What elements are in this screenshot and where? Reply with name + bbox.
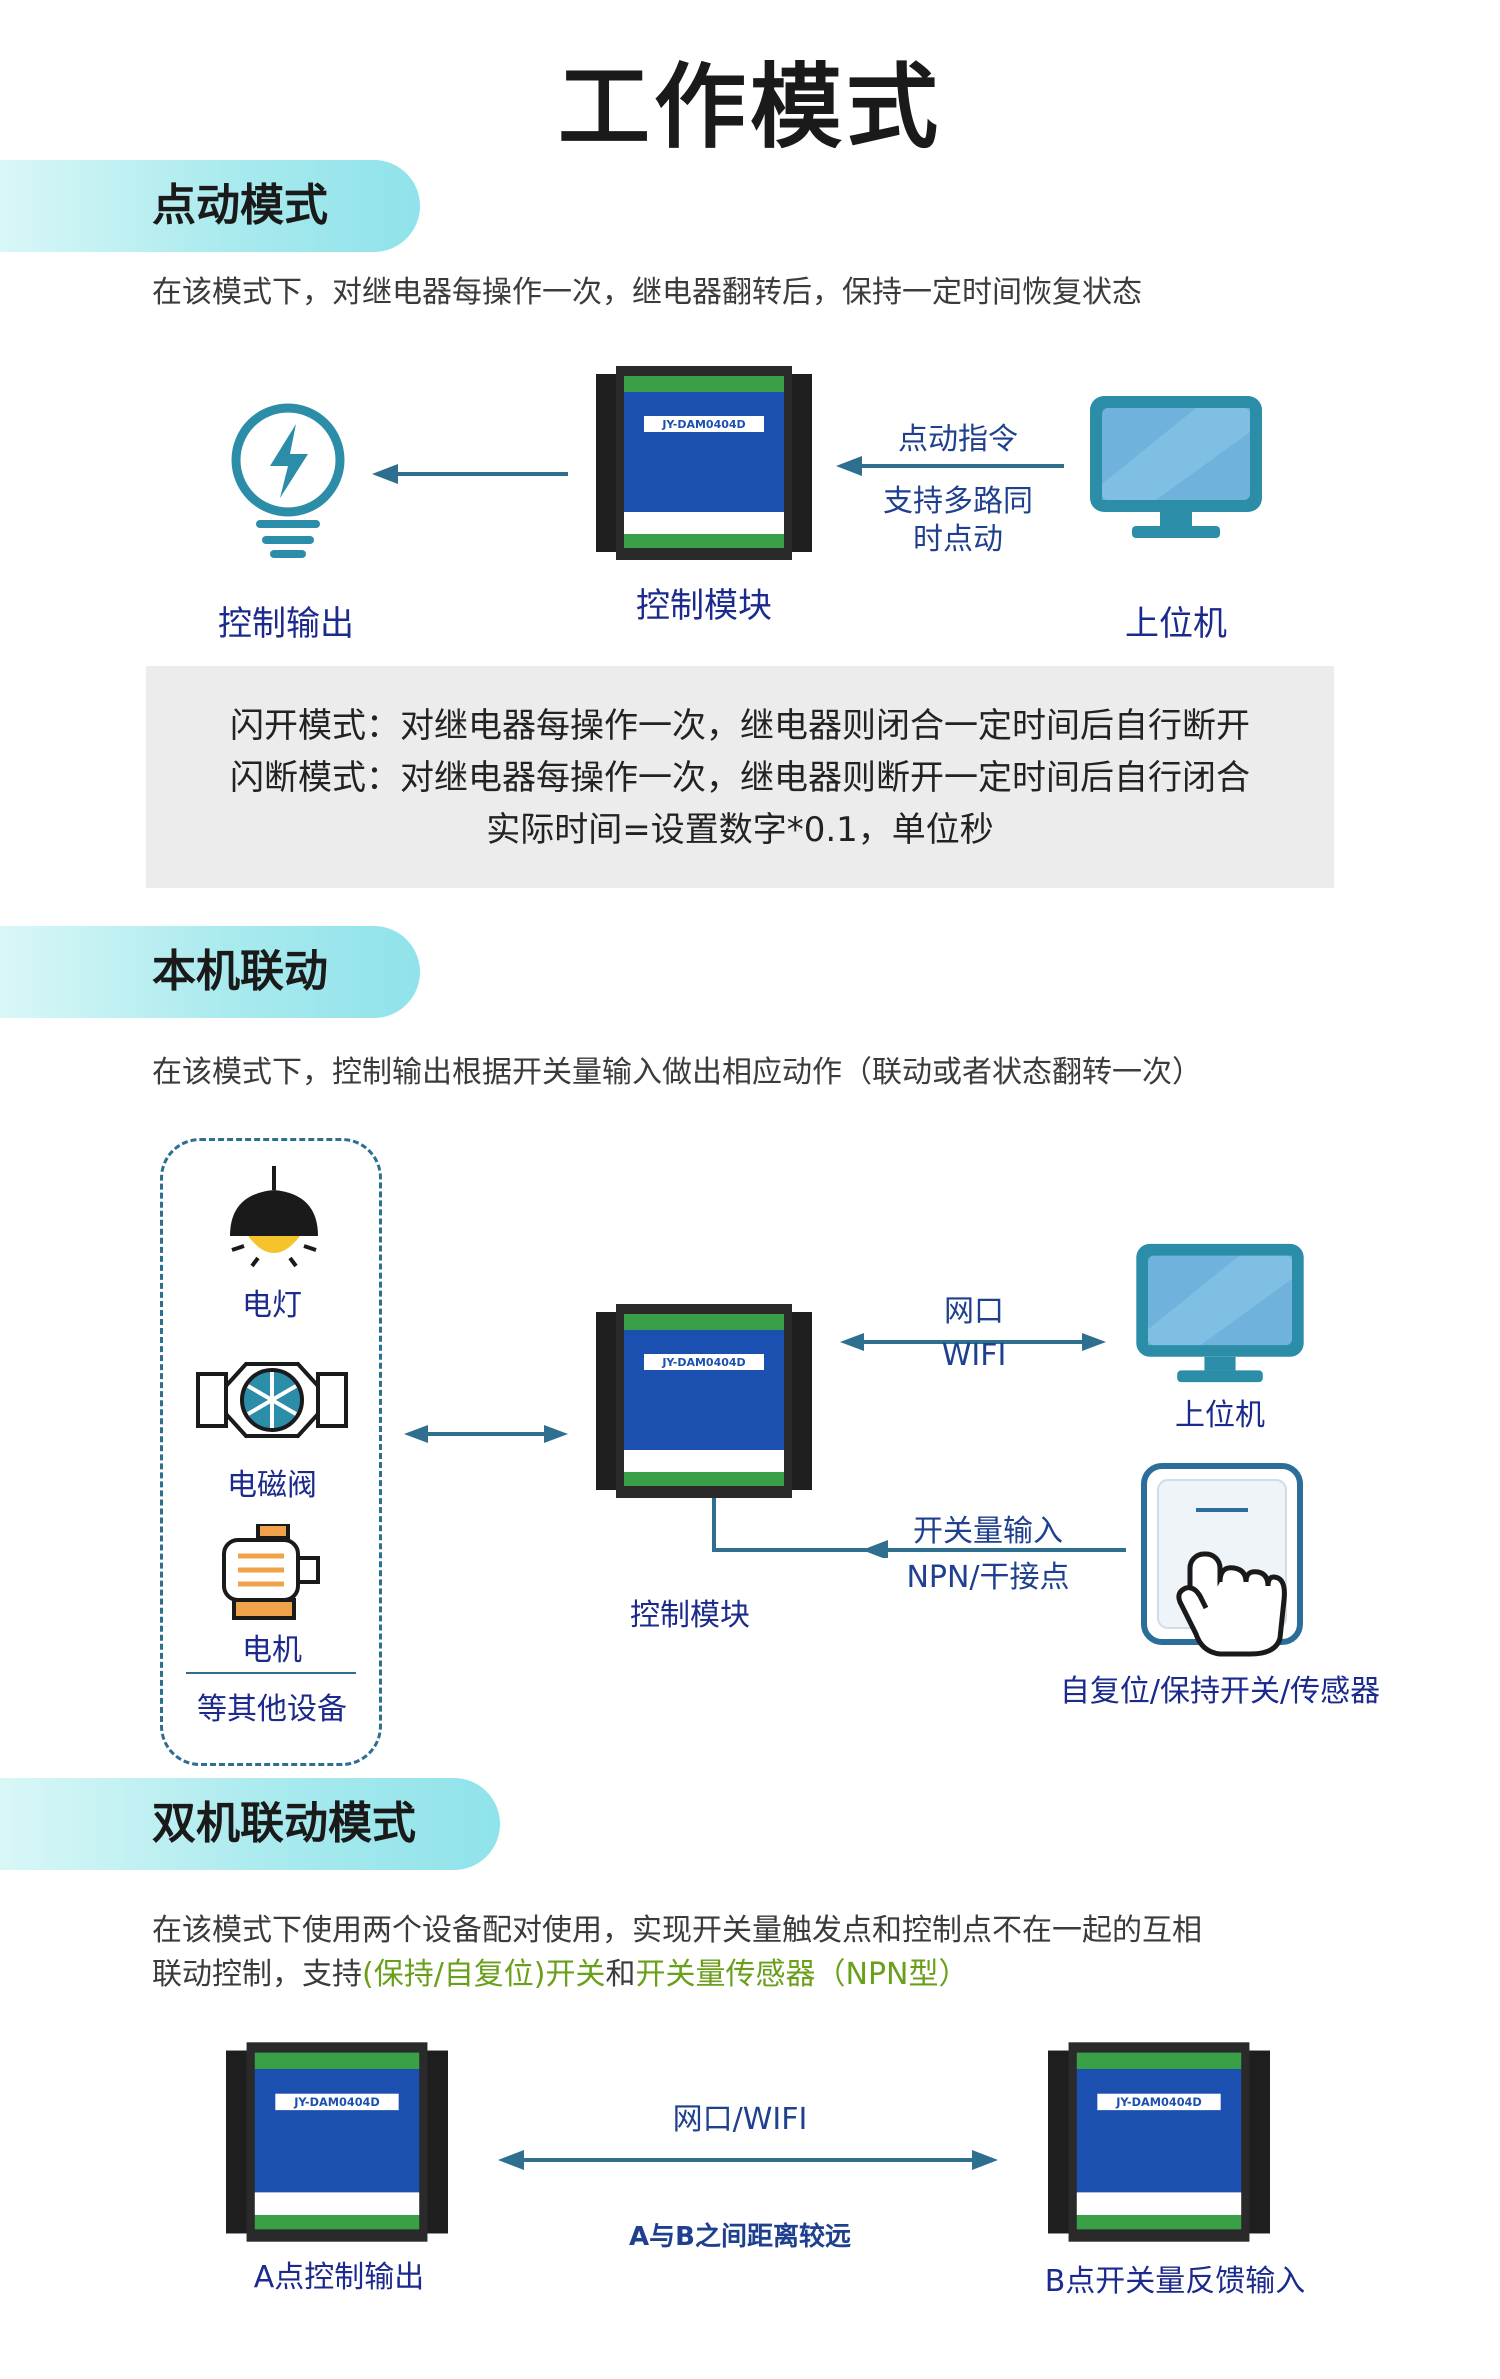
dual-description-green1: (保持/自复位)开关 [362, 1957, 606, 1992]
local-input-line1: 开关量输入 [913, 1514, 1063, 1549]
motor-icon [218, 1524, 324, 1624]
local-description: 在该模式下，控制输出根据开关量输入做出相应动作（联动或者状态翻转一次） [152, 1055, 1202, 1090]
device-lamp-label: 电灯 [242, 1288, 302, 1323]
dual-arrow-link [498, 2148, 998, 2172]
jog-support-line1: 支持多路同 [883, 484, 1033, 519]
dual-description-green2: 开关量传感器（NPN型） [635, 1957, 969, 1992]
jog-host-label: 上位机 [1125, 604, 1227, 644]
section-heading-local: 本机联动 [152, 946, 328, 997]
jog-notes-box: 闪开模式：对继电器每操作一次，继电器则闭合一定时间后自行断开 闪断模式：对继电器… [146, 666, 1334, 888]
flash-close-note: 闪断模式：对继电器每操作一次，继电器则断开一定时间后自行闭合 [230, 758, 1250, 798]
section-banner-dual: 双机联动模式 [0, 1778, 500, 1870]
flash-open-note: 闪开模式：对继电器每操作一次，继电器则闭合一定时间后自行断开 [230, 706, 1250, 746]
dual-link-label: 网口/WIFI [672, 2102, 808, 2137]
local-input-line2: NPN/干接点 [906, 1560, 1070, 1595]
jog-arrow-to-module [836, 454, 1064, 478]
jog-arrow-to-output [372, 462, 568, 486]
local-arrow-network [840, 1330, 1106, 1354]
jog-module-label: 控制模块 [636, 586, 772, 626]
dual-description-prefix: 联动控制，支持 [152, 1957, 362, 1992]
svg-text:JY-DAM0404D: JY-DAM0404D [1115, 2096, 1202, 2109]
lamp-icon [222, 1166, 326, 1272]
dual-description-line2: 联动控制，支持(保持/自复位)开关和开关量传感器（NPN型） [152, 1952, 969, 1998]
svg-text:JY-DAM0404D: JY-DAM0404D [661, 418, 745, 431]
local-module-label: 控制模块 [630, 1598, 750, 1633]
device-divider [186, 1672, 356, 1674]
control-module-local: JY-DAM0404D [596, 1304, 812, 1498]
page-title: 工作模式 [557, 54, 942, 161]
monitor-icon-local [1132, 1240, 1308, 1386]
dual-description-line1: 在该模式下使用两个设备配对使用，实现开关量触发点和控制点不在一起的互相 [152, 1913, 1202, 1948]
valve-icon [196, 1346, 348, 1454]
section-banner-local: 本机联动 [0, 926, 420, 1018]
switch-hand-icon [1140, 1462, 1304, 1658]
device-motor-label: 电机 [242, 1633, 302, 1668]
jog-description: 在该模式下，对继电器每操作一次，继电器翻转后，保持一定时间恢复状态 [152, 275, 1142, 310]
local-network-line2: WIFI [941, 1338, 1007, 1373]
local-network-line1: 网口 [944, 1294, 1004, 1329]
lightbulb-icon [222, 398, 354, 558]
dual-distance-note: A与B之间距离较远 [629, 2222, 851, 2252]
dual-description-mid: 和 [605, 1957, 636, 1992]
section-banner-jog: 点动模式 [0, 160, 420, 252]
control-module-a: JY-DAM0404D [226, 2042, 448, 2242]
svg-text:JY-DAM0404D: JY-DAM0404D [293, 2096, 380, 2109]
device-others-label: 等其他设备 [197, 1692, 347, 1727]
section-heading-jog: 点动模式 [152, 180, 328, 231]
jog-command-label: 点动指令 [898, 422, 1018, 457]
dual-a-label: A点控制输出 [253, 2260, 425, 2295]
control-module-jog: JY-DAM0404D [596, 366, 812, 560]
device-group [160, 1138, 382, 1766]
svg-text:JY-DAM0404D: JY-DAM0404D [661, 1356, 745, 1369]
local-arrow-input [712, 1498, 1126, 1558]
section-heading-dual: 双机联动模式 [152, 1798, 416, 1849]
local-host-label: 上位机 [1175, 1398, 1265, 1433]
actual-time-note: 实际时间=设置数字*0.1，单位秒 [486, 810, 994, 850]
device-valve-label: 电磁阀 [227, 1468, 317, 1503]
local-switch-label: 自复位/保持开关/传感器 [1059, 1674, 1381, 1709]
control-module-b: JY-DAM0404D [1048, 2042, 1270, 2242]
jog-support-line2: 时点动 [913, 522, 1003, 557]
monitor-icon [1086, 392, 1266, 542]
jog-output-label: 控制输出 [218, 604, 354, 644]
local-arrow-devices [404, 1422, 568, 1446]
dual-b-label: B点开关量反馈输入 [1044, 2264, 1306, 2299]
